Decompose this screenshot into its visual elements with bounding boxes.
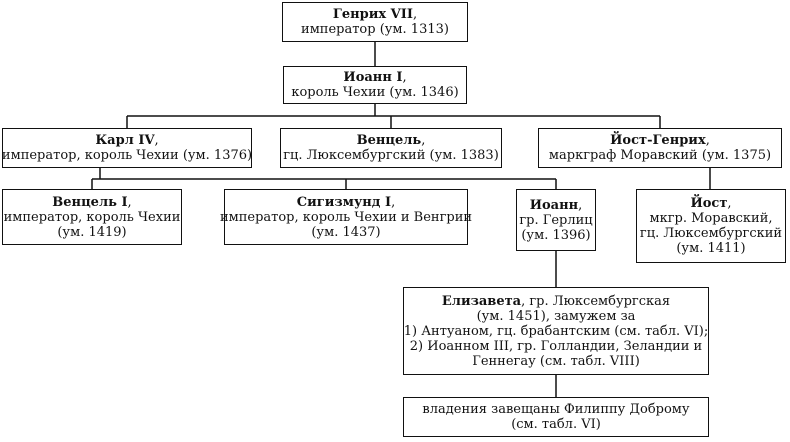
node-charles-iv: Карл IV, император, король Чехии (ум. 13… xyxy=(2,128,252,168)
node-wenceslas-i: Венцель I, император, король Чехии (ум. … xyxy=(2,189,182,245)
node-jost-henry: Йост-Генрих, маркграф Моравский (ум. 137… xyxy=(538,128,782,168)
node-john-i: Иоанн I, король Чехии (ум. 1346) xyxy=(283,66,467,104)
node-henry-vii: Генрих VII, император (ум. 1313) xyxy=(282,2,468,42)
node-elisabeth: Елизавета, гр. Люксембургская (ум. 1451)… xyxy=(403,287,709,375)
node-jost: Йост, мкгр. Моравский, гц. Люксембургски… xyxy=(636,189,786,263)
node-john-gorlitz: Иоанн, гр. Герлиц (ум. 1396) xyxy=(516,189,596,251)
node-sigismund-i: Сигизмунд I, император, король Чехии и В… xyxy=(220,189,472,245)
node-wenceslas: Венцель, гц. Люксембургский (ум. 1383) xyxy=(280,128,502,168)
node-bequest: владения завещаны Филиппу Доброму (см. т… xyxy=(403,397,709,437)
